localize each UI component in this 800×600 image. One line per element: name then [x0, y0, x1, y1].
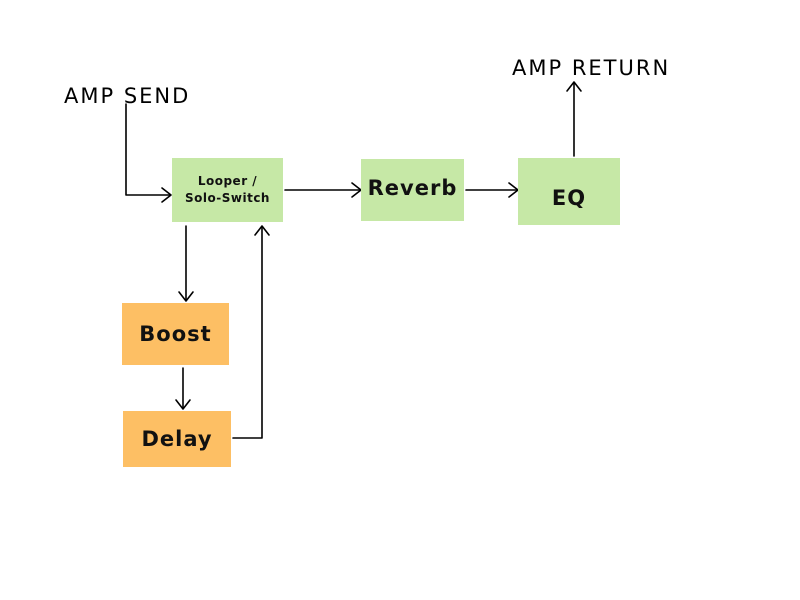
- looper-label-line1: Looper /: [197, 174, 258, 188]
- reverb-node: Reverb: [361, 159, 464, 221]
- delay-node: Delay: [123, 411, 231, 467]
- amp-return-label: AMP RETURN: [512, 56, 671, 80]
- eq-label: EQ: [551, 185, 587, 210]
- looper-solo-switch-node: Looper / Solo-Switch: [172, 158, 283, 222]
- arrowhead-delay-in: [175, 399, 191, 410]
- delay-label: Delay: [141, 427, 213, 451]
- connector-amp-send-to-looper: [125, 103, 171, 196]
- amp-send-label: AMP SEND: [64, 84, 191, 108]
- connector-delay-to-looper: [232, 226, 263, 439]
- boost-node: Boost: [122, 303, 229, 365]
- arrowhead-boost-in: [178, 291, 194, 302]
- eq-node: EQ: [518, 158, 620, 225]
- looper-label-line2: Solo-Switch: [185, 191, 270, 205]
- arrowhead-looper-in: [161, 187, 172, 203]
- boost-label: Boost: [139, 322, 212, 346]
- reverb-label: Reverb: [367, 176, 458, 200]
- arrowhead-amp-return: [566, 81, 582, 92]
- arrowhead-looper-return: [254, 225, 270, 236]
